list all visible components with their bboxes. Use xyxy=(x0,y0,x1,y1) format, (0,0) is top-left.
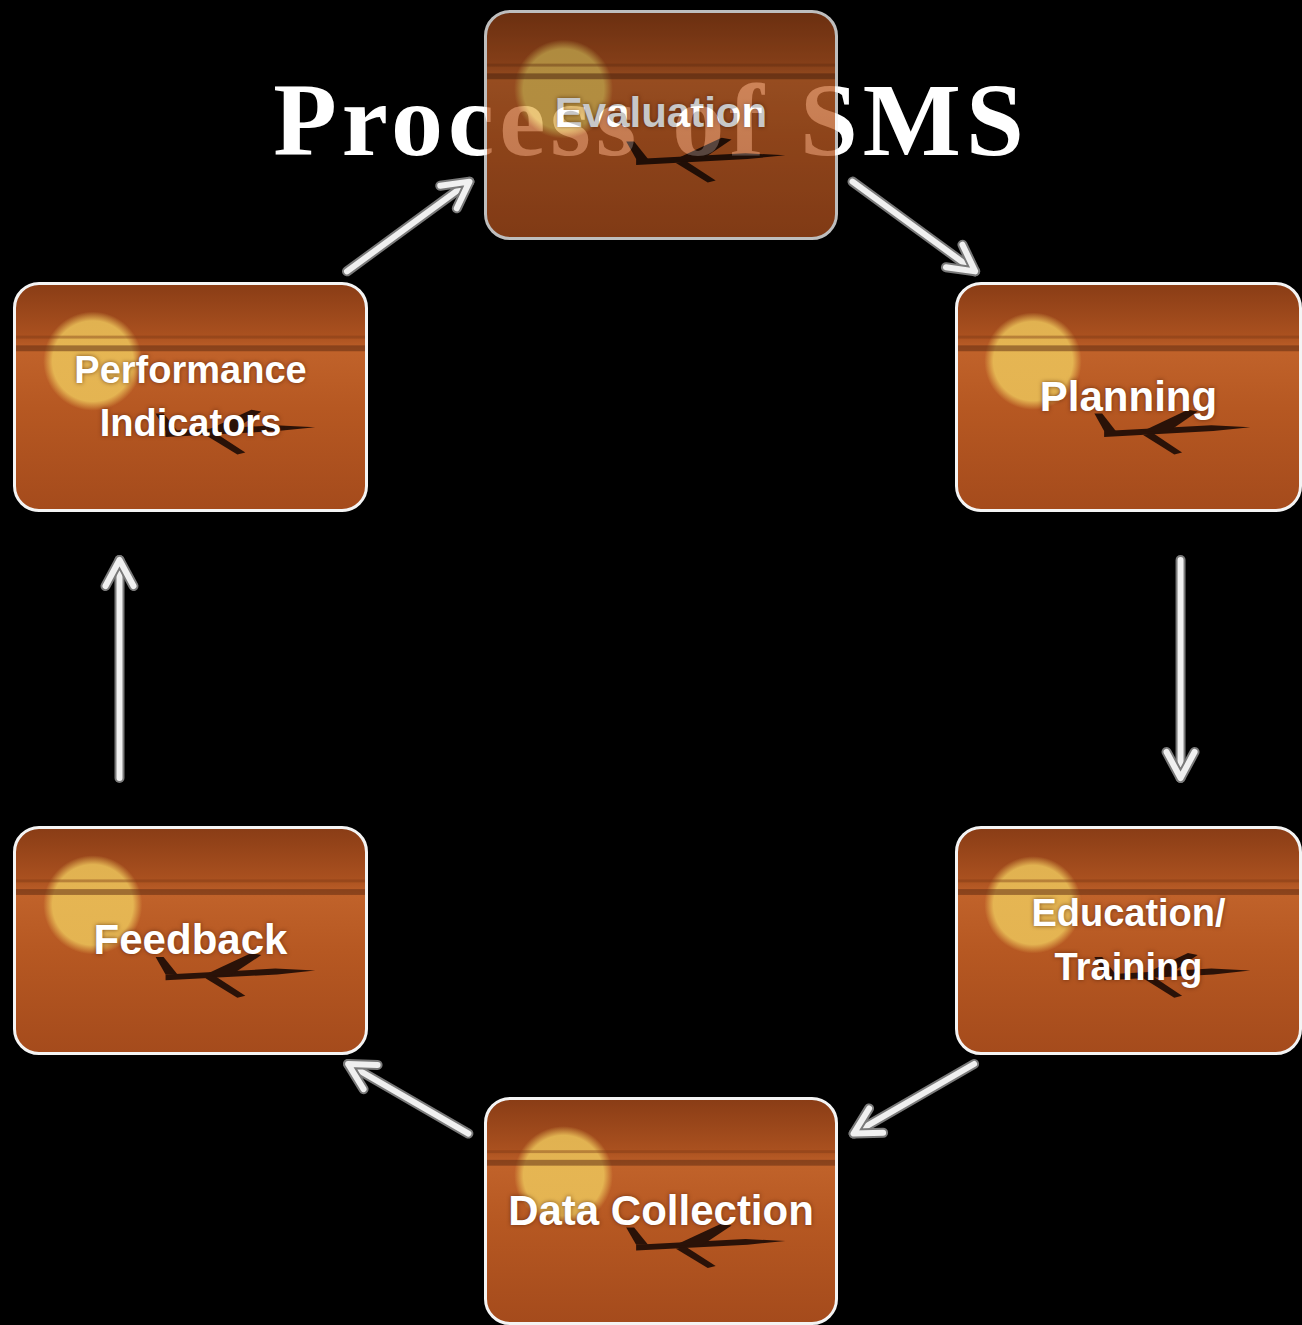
process-box: Planning xyxy=(955,282,1302,512)
sunset-plane-picture xyxy=(958,829,1299,1052)
cycle-arrow xyxy=(854,1064,975,1134)
box-label: Data Collection xyxy=(494,1182,828,1241)
process-box: Performance Indicators xyxy=(13,282,368,512)
box-label: Feedback xyxy=(80,911,302,970)
box-label: Planning xyxy=(1026,368,1231,427)
cycle-arrow xyxy=(347,182,469,272)
process-box: Evaluation xyxy=(484,10,838,240)
box-label: Education/ Training xyxy=(958,887,1299,993)
process-box: Feedback xyxy=(13,826,368,1055)
cycle-arrow xyxy=(853,182,976,272)
cycle-arrow xyxy=(1167,560,1195,778)
cycle-arrow xyxy=(106,560,134,778)
sunset-plane-picture xyxy=(16,285,365,509)
box-label: Evaluation xyxy=(541,84,781,143)
process-box: Education/ Training xyxy=(955,826,1302,1055)
process-box: Data Collection xyxy=(484,1097,838,1325)
box-label: Performance Indicators xyxy=(16,344,365,450)
cycle-arrow xyxy=(348,1064,468,1134)
